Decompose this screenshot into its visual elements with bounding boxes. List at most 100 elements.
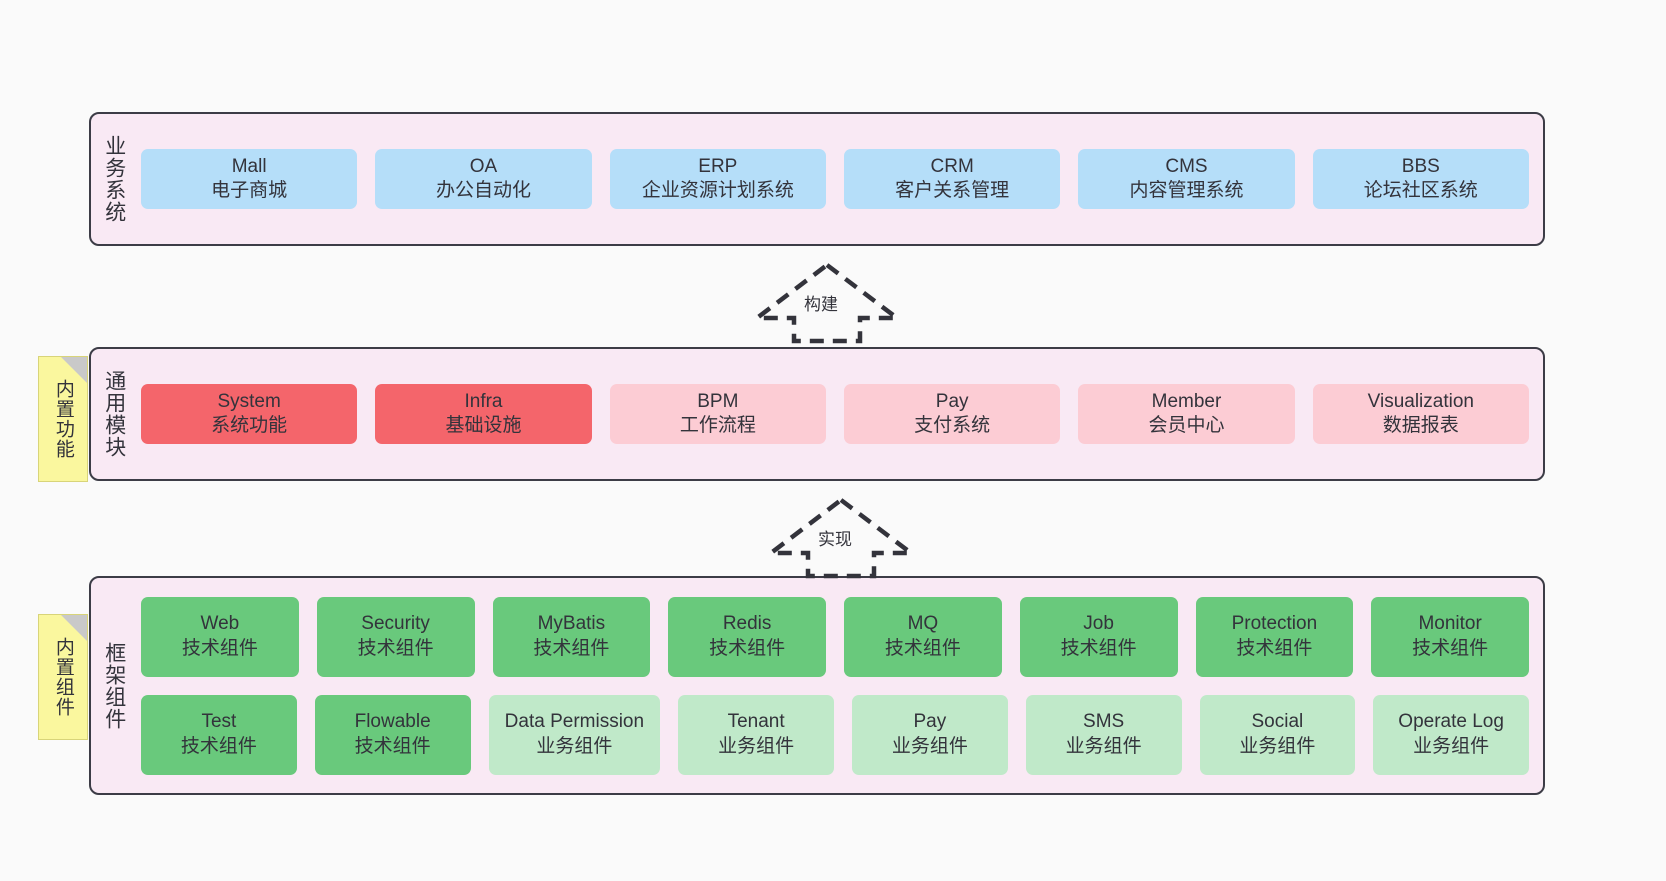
layer-body-common-modules: System 系统功能 Infra 基础设施 BPM 工作流程 Pay 支付系统…: [137, 349, 1543, 479]
module-card-pay[interactable]: Pay 支付系统: [843, 383, 1061, 445]
module-subtitle: 论坛社区系统: [1363, 180, 1478, 201]
module-name: CRM: [930, 155, 974, 177]
component-name: Monitor: [1418, 613, 1482, 635]
component-card-data-permission[interactable]: Data Permission 业务组件: [488, 694, 661, 775]
row-business-components: Test 技术组件 Flowable 技术组件 Data Permission …: [141, 694, 1529, 775]
module-subtitle: 支付系统: [914, 415, 991, 436]
module-subtitle: 企业资源计划系统: [641, 180, 794, 201]
component-name: MyBatis: [537, 613, 606, 635]
component-name: Job: [1083, 613, 1114, 635]
sticky-note-builtin-features: 内置功能: [38, 356, 88, 482]
component-card-protection[interactable]: Protection 技术组件: [1195, 596, 1354, 677]
module-card-infra[interactable]: Infra 基础设施: [375, 383, 592, 445]
module-subtitle: 系统功能: [211, 415, 288, 436]
component-subtitle: 技术组件: [1412, 637, 1489, 659]
component-subtitle: 技术组件: [354, 735, 431, 757]
module-subtitle: 办公自动化: [435, 180, 531, 201]
component-name: Operate Log: [1398, 711, 1504, 733]
component-card-redis[interactable]: Redis 技术组件: [668, 596, 826, 677]
component-subtitle: 业务组件: [1413, 735, 1490, 757]
component-subtitle: 技术组件: [357, 637, 434, 659]
component-card-sms[interactable]: SMS 业务组件: [1025, 694, 1182, 775]
module-subtitle: 客户关系管理: [895, 180, 1010, 201]
note-fold-icon: [61, 615, 87, 641]
component-name: Security: [361, 613, 430, 635]
component-subtitle: 业务组件: [536, 735, 613, 757]
component-card-pay[interactable]: Pay 业务组件: [852, 694, 1008, 775]
component-card-flowable[interactable]: Flowable 技术组件: [314, 694, 471, 775]
layer-body-business-systems: Mall 电子商城 OA 办公自动化 ERP 企业资源计划系统 CRM 客户关系…: [137, 114, 1543, 244]
component-subtitle: 技术组件: [181, 637, 258, 659]
layer-body-framework-components: Web 技术组件 Security 技术组件 MyBatis 技术组件 Redi…: [137, 578, 1543, 793]
module-name: CMS: [1165, 155, 1208, 177]
module-name: System: [217, 390, 281, 412]
build-arrow: [752, 262, 902, 344]
module-card-visualization[interactable]: Visualization 数据报表: [1312, 383, 1529, 445]
implement-arrow-label: 实现: [818, 530, 852, 549]
module-card-bpm[interactable]: BPM 工作流程: [609, 383, 826, 445]
component-name: Protection: [1231, 613, 1318, 635]
component-name: Pay: [913, 711, 947, 733]
component-name: Flowable: [354, 711, 431, 733]
layer-business-systems: 业务系统 Mall 电子商城 OA 办公自动化 ERP 企业资源计划系统 CRM…: [89, 112, 1545, 246]
component-card-mybatis[interactable]: MyBatis 技术组件: [492, 596, 651, 677]
module-card-system[interactable]: System 系统功能: [141, 383, 358, 445]
component-subtitle: 技术组件: [709, 637, 786, 659]
component-card-monitor[interactable]: Monitor 技术组件: [1371, 596, 1529, 677]
layer-title-framework-components: 框架组件: [102, 641, 126, 730]
module-card-mall[interactable]: Mall 电子商城: [141, 148, 358, 210]
component-subtitle: 技术组件: [884, 637, 961, 659]
module-card-crm[interactable]: CRM 客户关系管理: [843, 148, 1061, 210]
module-name: BBS: [1401, 155, 1440, 177]
layer-framework-components: 框架组件 Web 技术组件 Security 技术组件 MyBatis 技术组件…: [89, 576, 1545, 795]
module-card-oa[interactable]: OA 办公自动化: [375, 148, 592, 210]
module-name: BPM: [697, 390, 739, 412]
component-card-security[interactable]: Security 技术组件: [316, 596, 475, 677]
note-label: 内置组件: [52, 637, 74, 717]
module-name: Pay: [935, 390, 969, 412]
component-card-social[interactable]: Social 业务组件: [1199, 694, 1356, 775]
module-card-cms[interactable]: CMS 内容管理系统: [1078, 148, 1295, 210]
build-arrow-label: 构建: [804, 295, 838, 314]
component-name: SMS: [1083, 711, 1125, 733]
module-name: Visualization: [1367, 390, 1474, 412]
component-name: Web: [200, 613, 240, 635]
module-card-member[interactable]: Member 会员中心: [1078, 383, 1295, 445]
module-name: Infra: [464, 390, 503, 412]
component-card-job[interactable]: Job 技术组件: [1019, 596, 1178, 677]
implement-arrow: [766, 497, 916, 579]
row-business-systems: Mall 电子商城 OA 办公自动化 ERP 企业资源计划系统 CRM 客户关系…: [141, 148, 1529, 210]
module-card-erp[interactable]: ERP 企业资源计划系统: [609, 148, 826, 210]
component-subtitle: 业务组件: [718, 735, 795, 757]
component-subtitle: 技术组件: [1060, 637, 1137, 659]
module-subtitle: 会员中心: [1148, 415, 1225, 436]
module-subtitle: 数据报表: [1382, 415, 1459, 436]
component-name: Data Permission: [504, 711, 645, 733]
component-subtitle: 技术组件: [1236, 637, 1313, 659]
layer-common-modules: 通用模块 System 系统功能 Infra 基础设施 BPM 工作流程 Pay…: [89, 347, 1545, 481]
module-subtitle: 基础设施: [445, 415, 522, 436]
module-subtitle: 内容管理系统: [1129, 180, 1244, 201]
module-card-bbs[interactable]: BBS 论坛社区系统: [1312, 148, 1529, 210]
component-name: MQ: [907, 613, 939, 635]
component-card-mq[interactable]: MQ 技术组件: [844, 596, 1002, 677]
component-subtitle: 技术组件: [180, 735, 257, 757]
component-subtitle: 业务组件: [1065, 735, 1142, 757]
component-card-operate-log[interactable]: Operate Log 业务组件: [1373, 694, 1529, 775]
note-fold-icon: [61, 357, 87, 383]
row-technical-components: Web 技术组件 Security 技术组件 MyBatis 技术组件 Redi…: [141, 596, 1529, 677]
layer-title-common-modules: 通用模块: [102, 370, 126, 458]
component-card-test[interactable]: Test 技术组件: [141, 694, 297, 775]
module-name: Member: [1151, 390, 1222, 412]
component-name: Tenant: [727, 711, 785, 733]
component-card-tenant[interactable]: Tenant 业务组件: [678, 694, 834, 775]
module-name: ERP: [698, 155, 738, 177]
module-name: OA: [469, 155, 498, 177]
row-common-modules: System 系统功能 Infra 基础设施 BPM 工作流程 Pay 支付系统…: [141, 383, 1529, 445]
note-label: 内置功能: [52, 379, 74, 459]
layer-title-business-systems: 业务系统: [102, 135, 126, 223]
component-card-web[interactable]: Web 技术组件: [141, 596, 299, 677]
component-name: Test: [201, 711, 237, 733]
sticky-note-builtin-components: 内置组件: [38, 614, 88, 740]
